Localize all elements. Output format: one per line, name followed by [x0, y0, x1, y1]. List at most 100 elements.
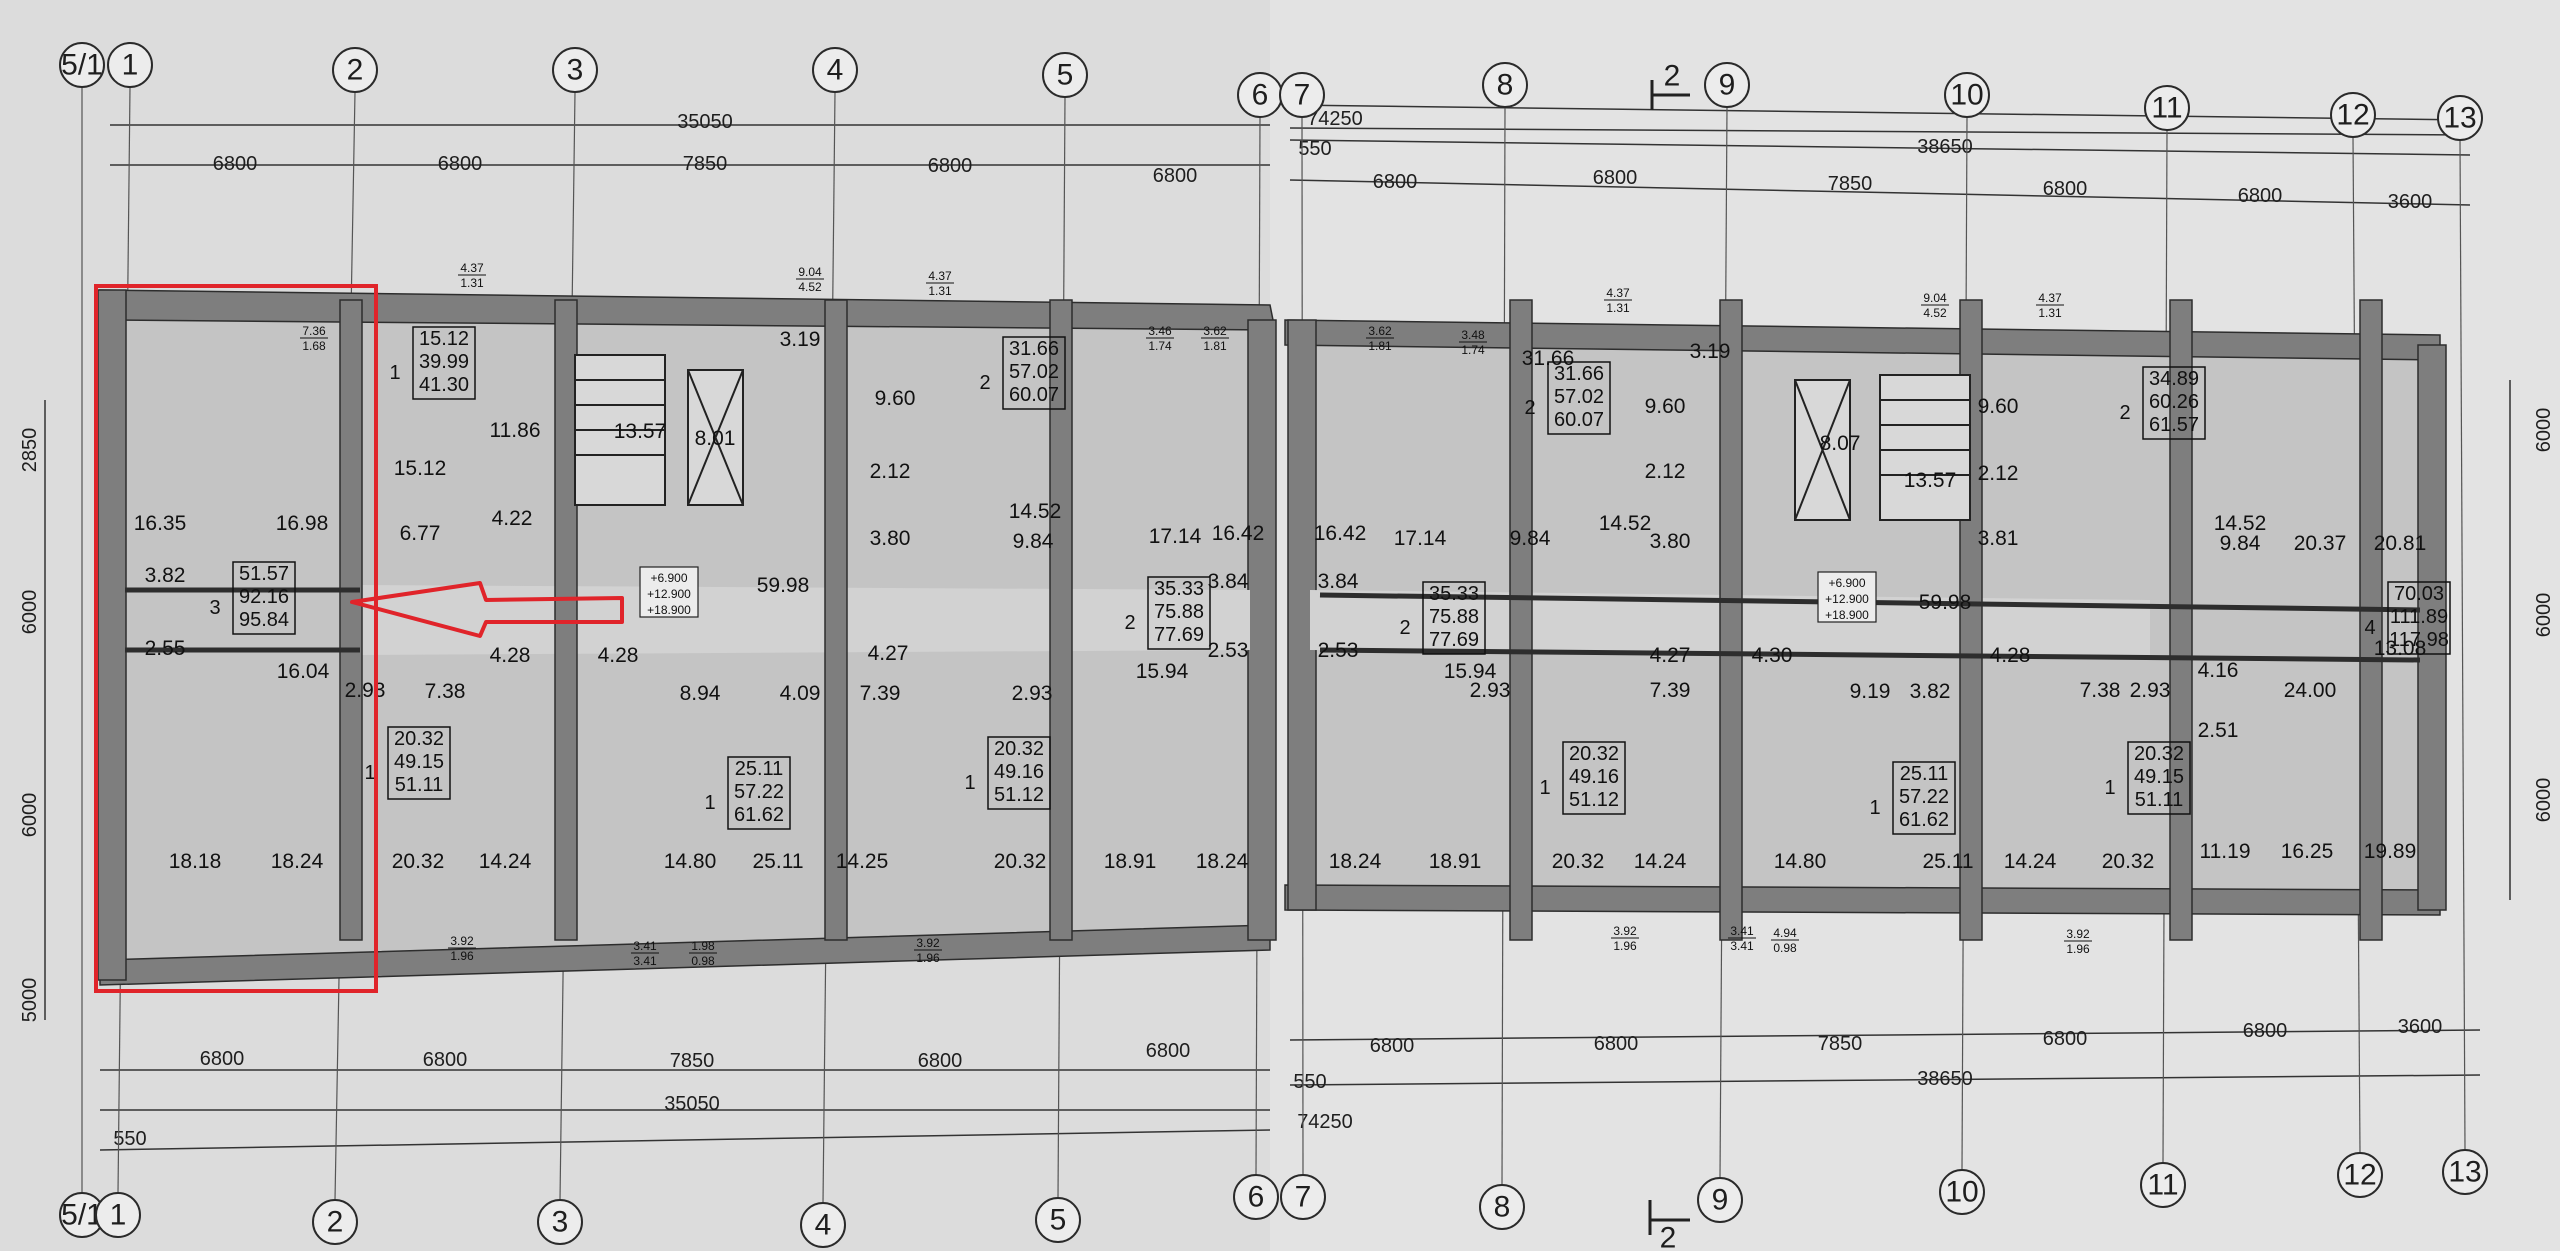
apartment-area-living: 35.33 [1429, 583, 1479, 605]
dim-top-left-span-2: 6800 [438, 153, 483, 175]
room-area-45: 17.14 [1394, 527, 1447, 550]
apartment-area-with-balcony: 61.62 [1899, 809, 1949, 831]
room-area-1: 16.35 [134, 512, 187, 535]
apartment-rooms: 2 [2119, 402, 2130, 424]
dim-top-left-span-4: 6800 [928, 155, 973, 177]
section-mark-bottom [1648, 1200, 1690, 1235]
room-area-32: 4.28 [598, 644, 639, 667]
room-area-55: 2.93 [1470, 679, 1511, 702]
svg-text:9: 9 [1719, 69, 1736, 102]
apartment-area-with-balcony: 61.57 [2149, 414, 2199, 436]
balcony-label-14: 1.980.98 [689, 939, 717, 968]
elevation-right-3: +18.900 [1825, 608, 1869, 622]
svg-text:11: 11 [2147, 1169, 2178, 1202]
room-area-61: 8.07 [1820, 432, 1861, 455]
elevation-box-right: +6.900 +12.900 +18.900 [1817, 571, 1877, 623]
room-area-39: 14.25 [836, 850, 889, 873]
room-area-78: 20.37 [2294, 532, 2347, 555]
room-area-46: 15.94 [1444, 660, 1497, 683]
svg-text:12: 12 [2336, 99, 2369, 132]
svg-text:9.04: 9.04 [798, 265, 822, 279]
room-area-77: 9.84 [2220, 532, 2261, 555]
axis-bubble-bottom-2: 2 [312, 1199, 358, 1245]
room-area-37: 4.27 [868, 642, 909, 665]
svg-text:10: 10 [1945, 1176, 1978, 1209]
room-area-69: 2.12 [1978, 462, 2019, 485]
room-area-23: 3.84 [1208, 570, 1249, 593]
svg-text:1.74: 1.74 [1461, 343, 1485, 357]
apartment-area-total: 49.16 [994, 761, 1044, 783]
axis-bubble-top-9: 9 [1704, 62, 1750, 108]
corridor-area-left: 59.98 [757, 574, 810, 597]
room-area-6: 18.18 [169, 850, 222, 873]
apartment-rooms: 3 [209, 597, 220, 619]
balcony-label-11: 7.361.68 [300, 324, 328, 353]
dim-top-right-span-6: 3600 [2388, 191, 2433, 213]
apartment-rooms: 1 [389, 362, 400, 384]
elevation-left-1: +6.900 [650, 571, 687, 585]
room-area-60: 3.19 [1690, 340, 1731, 363]
svg-text:4.37: 4.37 [2038, 291, 2062, 305]
axis-bubble-bottom-3: 3 [537, 1199, 583, 1245]
room-area-18: 3.80 [870, 527, 911, 550]
axis-bubble-bottom-13: 13 [2442, 1149, 2488, 1195]
apartment-area-living: 20.32 [994, 738, 1044, 760]
dim-top-offset: 550 [1298, 138, 1331, 160]
dim-right-3: 6000 [2533, 778, 2555, 823]
svg-text:1.68: 1.68 [302, 339, 326, 353]
apartment-area-living: 25.11 [735, 758, 784, 780]
svg-text:1.96: 1.96 [450, 949, 474, 963]
room-area-10: 15.12 [394, 457, 447, 480]
room-area-17: 2.12 [870, 460, 911, 483]
room-area-84: 11.19 [2200, 840, 2251, 863]
apartment-rooms: 1 [1539, 777, 1550, 799]
apartment-area-living: 34.89 [2149, 368, 2199, 390]
elevation-right-2: +12.900 [1825, 592, 1869, 606]
balcony-label-18: 4.940.98 [1771, 926, 1799, 955]
room-area-81: 2.51 [2198, 719, 2239, 742]
dim-bottom-right-span-2: 6800 [1594, 1033, 1639, 1055]
svg-text:3.92: 3.92 [1613, 924, 1637, 938]
svg-text:3.41: 3.41 [633, 939, 657, 953]
room-area-4: 2.55 [145, 637, 186, 660]
room-area-57: 20.32 [1552, 850, 1605, 873]
room-area-2: 16.98 [276, 512, 329, 535]
svg-text:1.81: 1.81 [1368, 339, 1392, 353]
room-area-68: 9.60 [1978, 395, 2019, 418]
dim-top-left-span-3: 7850 [683, 153, 728, 175]
axis-bubble-bottom-5: 5 [1035, 1197, 1081, 1243]
room-area-58: 4.27 [1650, 644, 1691, 667]
svg-text:2: 2 [327, 1206, 344, 1239]
svg-text:12: 12 [2343, 1159, 2376, 1192]
axis-bubble-top-7: 7 [1279, 72, 1325, 118]
room-area-29: 7.38 [425, 680, 466, 703]
svg-text:3.41: 3.41 [1730, 939, 1754, 953]
apartment-area-total: 92.16 [239, 586, 289, 608]
room-area-24: 2.53 [1208, 639, 1249, 662]
svg-text:6: 6 [1248, 1181, 1265, 1214]
svg-text:11: 11 [2151, 92, 2182, 125]
room-area-11: 11.86 [490, 419, 541, 442]
room-area-38: 7.39 [860, 682, 901, 705]
room-area-52: 14.52 [1599, 512, 1652, 535]
room-area-73: 7.38 [2080, 679, 2121, 702]
bottom-dimensions [99, 1029, 2481, 1151]
section-mark-top [1650, 80, 1690, 110]
room-area-20: 9.84 [1013, 530, 1054, 553]
apartment-area-with-balcony: 117.98 [2389, 629, 2449, 651]
dim-top-right-span-2: 6800 [1593, 167, 1638, 189]
svg-text:4.37: 4.37 [928, 269, 952, 283]
apartment-area-total: 57.02 [1554, 386, 1604, 408]
balcony-label-19: 3.921.96 [2064, 927, 2092, 956]
svg-text:2: 2 [347, 54, 364, 87]
apartment-area-total: 75.88 [1154, 601, 1204, 623]
room-area-65: 9.19 [1850, 680, 1891, 703]
svg-text:0.98: 0.98 [691, 954, 715, 968]
svg-text:1.96: 1.96 [1613, 939, 1637, 953]
svg-text:5: 5 [1050, 1204, 1067, 1237]
dim-top-right-total: 38650 [1917, 136, 1973, 158]
svg-text:1.96: 1.96 [916, 951, 940, 965]
apartment-area-living: 25.11 [1900, 763, 1949, 785]
room-area-59: 14.24 [1634, 850, 1687, 873]
